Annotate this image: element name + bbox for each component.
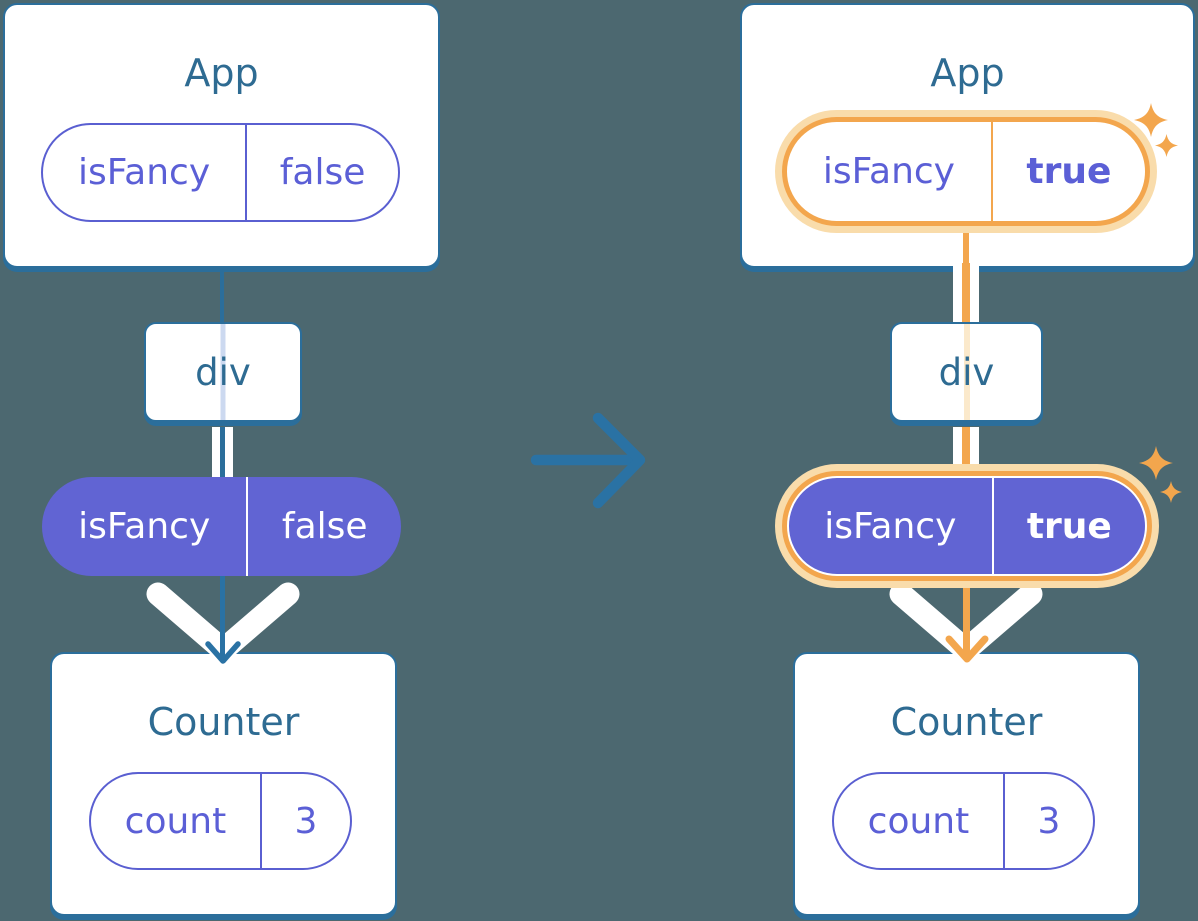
left-passed-prop-pill: isFancy false [42, 477, 401, 576]
left-app-div-connector [220, 267, 224, 323]
left-div-thru-line [220, 324, 226, 420]
state-value: false [279, 152, 366, 193]
left-div-label: div [195, 350, 251, 394]
state-name: count [91, 774, 262, 868]
prop-value: true [1026, 505, 1112, 547]
sparkle-icon [1139, 446, 1173, 480]
right-arrow-shaft [963, 576, 970, 654]
right-prop-flow-band [953, 263, 979, 322]
state-name: isFancy [43, 125, 248, 220]
left-prop-flow-band [212, 427, 233, 479]
prop-name: isFancy [789, 478, 994, 574]
sparkle-icon [1134, 103, 1168, 137]
right-div-card: div [890, 322, 1043, 422]
right-app-state-pill-highlighted: isFancy true [782, 117, 1150, 226]
state-name: isFancy [787, 122, 993, 221]
state-value: true [1026, 151, 1112, 192]
left-app-title: App [184, 51, 259, 95]
sparkle-icon [1155, 134, 1178, 157]
left-div-card: div [144, 322, 302, 422]
right-arrow-icon [530, 412, 646, 509]
right-counter-card: Counter count 3 [793, 652, 1140, 916]
right-app-title: App [930, 51, 1005, 95]
state-value: 3 [294, 800, 318, 842]
left-counter-title: Counter [147, 700, 300, 744]
right-div-label: div [938, 350, 995, 394]
left-arrowhead-icon [205, 641, 241, 664]
right-div-thru-line [963, 324, 970, 420]
right-prop-flow-band [953, 427, 979, 479]
left-counter-state-pill: count 3 [89, 772, 352, 870]
prop-value: false [281, 506, 368, 547]
right-passed-prop-pill-highlighted: isFancy true [787, 476, 1147, 576]
state-name: count [834, 774, 1005, 868]
right-app-inner-line [963, 230, 969, 264]
sparkle-icon [1160, 481, 1182, 503]
right-counter-state-pill: count 3 [832, 772, 1095, 870]
right-arrowhead-icon [945, 635, 989, 663]
left-arrow-shaft [220, 576, 225, 658]
left-app-card: App isFancy false [3, 3, 440, 268]
left-counter-card: Counter count 3 [50, 652, 397, 916]
right-counter-title: Counter [890, 700, 1043, 744]
left-app-state-pill: isFancy false [41, 123, 400, 222]
state-value: 3 [1037, 800, 1061, 842]
prop-name: isFancy [42, 477, 249, 576]
